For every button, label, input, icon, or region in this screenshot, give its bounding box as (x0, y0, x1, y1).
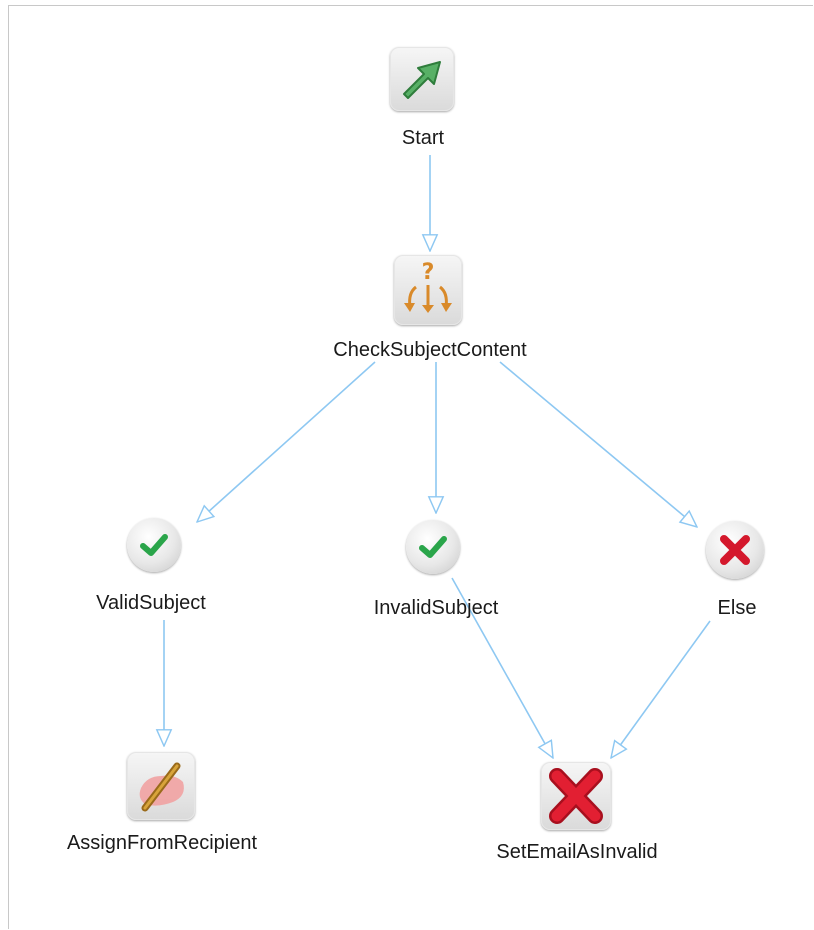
node-label: AssignFromRecipient (66, 832, 258, 854)
node-label: Else (717, 597, 757, 619)
edge-check-to-else (499, 361, 697, 527)
check-icon (406, 520, 460, 574)
x-icon (541, 762, 611, 830)
check-icon (127, 518, 181, 572)
edge-invalid-to-setinvalid (451, 577, 553, 758)
svg-text:?: ? (422, 260, 435, 285)
start-arrow-icon (390, 47, 454, 111)
assign-icon (127, 752, 195, 820)
node-label: InvalidSubject (373, 597, 499, 619)
decision-icon: ? (394, 255, 462, 325)
node-label: Start (401, 127, 445, 149)
node-label: SetEmailAsInvalid (496, 841, 658, 863)
edge-else-to-setinvalid (611, 620, 711, 758)
diagram-canvas (8, 5, 813, 929)
node-label: ValidSubject (96, 592, 206, 614)
x-icon (706, 521, 764, 579)
edge-check-to-valid (197, 361, 376, 522)
node-label: CheckSubjectContent (333, 339, 527, 361)
